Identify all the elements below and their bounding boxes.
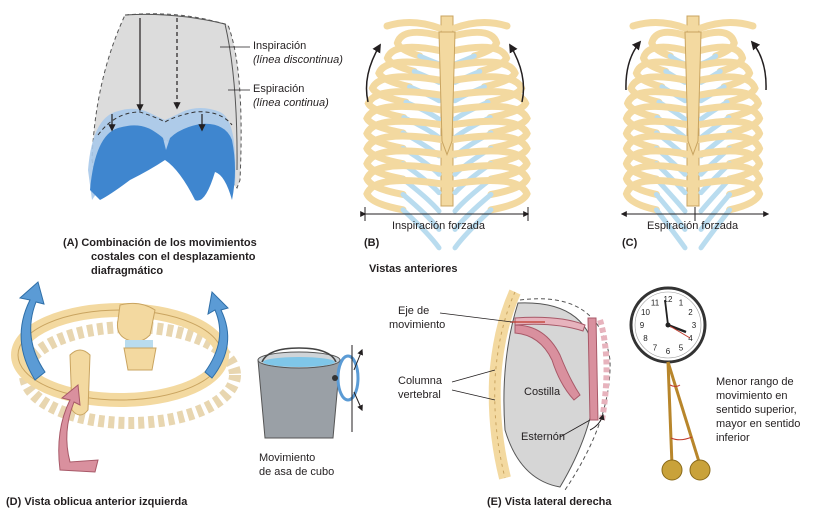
- label-anterior-views: Vistas anteriores: [369, 263, 457, 276]
- sternum: [685, 32, 701, 155]
- bucket-body: [258, 360, 340, 438]
- clock-center: [666, 323, 671, 328]
- vertebral-disc: [125, 340, 153, 348]
- clavicle-left: [387, 22, 439, 28]
- label-bucket-line2: de asa de cubo: [259, 466, 334, 479]
- clock-number: 10: [641, 308, 650, 317]
- leader-column-1: [452, 370, 495, 382]
- bucket-water: [263, 357, 335, 367]
- panel-c-ribcage: [627, 16, 760, 248]
- label-expiration-note: (línea continua): [253, 97, 329, 110]
- clock-number: 9: [640, 321, 645, 330]
- label-bucket-line1: Movimiento: [259, 452, 315, 465]
- sternum-e: [588, 318, 598, 420]
- pendulum-bob-right: [690, 460, 710, 480]
- clock-note-line5: inferior: [716, 432, 750, 445]
- caption-a-line1: (A) Combinación de los movimientos: [63, 237, 257, 250]
- clock-number: 5: [679, 344, 684, 353]
- label-sternum: Esternón: [521, 431, 565, 444]
- label-column-line1: Columna: [398, 375, 442, 388]
- clock-number: 7: [653, 344, 658, 353]
- caption-a-line2: costales con el desplazamiento: [91, 251, 255, 264]
- bucket-down-arrow: [354, 392, 362, 410]
- clock-number: 8: [643, 334, 648, 343]
- bucket-pivot: [332, 375, 338, 381]
- clock-number: 3: [692, 321, 697, 330]
- sternum-e-shadow: [600, 320, 607, 420]
- label-forced-inspiration: Inspiración forzada: [392, 220, 485, 233]
- clock-number: 11: [651, 298, 660, 307]
- clock-note-line1: Menor rango de: [716, 376, 794, 389]
- leader-column-2: [452, 390, 495, 400]
- label-inspiration-note: (línea discontinua): [253, 54, 343, 67]
- clock-number: 2: [688, 308, 693, 317]
- panel-d-rib-ring: [18, 282, 235, 472]
- panel-a-diaphragm: [88, 14, 250, 201]
- label-column-line2: vertebral: [398, 389, 441, 402]
- label-rib: Costilla: [524, 386, 560, 399]
- vertebra-lower: [124, 348, 156, 370]
- caption-b: (B): [364, 237, 379, 250]
- caption-a-line3: diafragmático: [91, 265, 163, 278]
- clock-note-line4: mayor en sentido: [716, 418, 800, 431]
- clock-number: 6: [666, 347, 671, 356]
- vertebra: [117, 303, 155, 341]
- clavicle-right: [701, 22, 753, 28]
- label-axis-line1: Eje de: [398, 305, 429, 318]
- caption-e: (E) Vista lateral derecha: [487, 496, 612, 509]
- panel-b-ribcage: [367, 16, 527, 248]
- caption-d: (D) Vista oblicua anterior izquierda: [6, 496, 187, 509]
- pendulum-bob-left: [662, 460, 682, 480]
- clavicle-left: [633, 22, 685, 28]
- swing-arc-lower: [671, 437, 692, 440]
- label-forced-expiration: Espiración forzada: [647, 220, 738, 233]
- bucket-illustration: [258, 345, 362, 438]
- sternum: [439, 32, 455, 155]
- clavicle-right: [455, 22, 507, 28]
- label-axis-line2: movimiento: [389, 319, 445, 332]
- clock-note-line2: movimiento en: [716, 390, 788, 403]
- caption-c: (C): [622, 237, 637, 250]
- clock-note-line3: sentido superior,: [716, 404, 797, 417]
- label-inspiration: Inspiración: [253, 40, 306, 53]
- label-expiration: Espiración: [253, 83, 304, 96]
- clock-number: 1: [679, 298, 684, 307]
- clock-number: 4: [688, 334, 693, 343]
